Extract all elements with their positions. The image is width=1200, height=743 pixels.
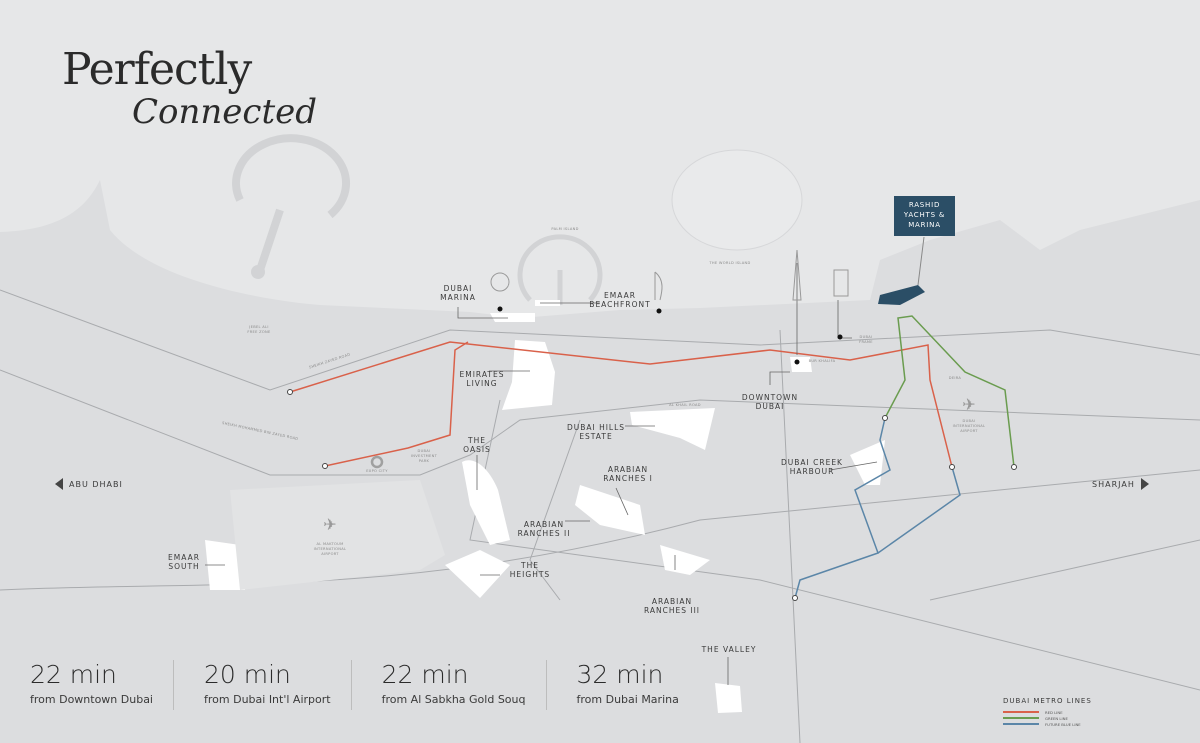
legend-item: GREEN LINE [1003, 715, 1092, 721]
svg-text:EXPO CITY: EXPO CITY [366, 469, 388, 473]
developments [205, 300, 885, 713]
plane-icon: ✈ [962, 395, 975, 414]
world-islands [671, 149, 803, 251]
direction-label: SHARJAH [1092, 479, 1135, 489]
location-dots [497, 306, 843, 365]
red-line-branch [324, 341, 469, 467]
plane-icon: ✈ [323, 515, 336, 534]
arrow-left-icon [55, 478, 63, 490]
direction-label: ABU DHABI [69, 479, 123, 489]
rashid-marina-area [878, 285, 925, 305]
blue-line [794, 417, 891, 599]
oasis-area [462, 460, 510, 545]
page-title: Perfectly [62, 44, 252, 95]
palm-jumeirah [517, 234, 603, 305]
dubai-frame-icon [833, 269, 849, 297]
ain-dubai-icon [490, 272, 510, 292]
expo-icon [370, 455, 384, 469]
direction-abu-dhabi: ABU DHABI [55, 478, 123, 490]
green-line [884, 315, 1015, 468]
svg-text:AL KHAIL ROAD: AL KHAIL ROAD [669, 403, 701, 407]
legend-title: DUBAI METRO LINES [1003, 697, 1092, 705]
terminal-stations [287, 389, 1017, 601]
rashid-marina-label: RASHID YACHTS & MARINA [894, 196, 955, 236]
ranches3-area [660, 545, 710, 575]
svg-text:BUR KHALIFA: BUR KHALIFA [809, 359, 836, 363]
svg-text:THE WORLD ISLAND: THE WORLD ISLAND [708, 261, 750, 265]
burj-al-arab-icon [654, 271, 663, 301]
land-mass [0, 180, 1200, 743]
creek-area [850, 440, 885, 485]
palm-jebel-ali [232, 134, 351, 272]
label-valley: THE VALLEY [701, 645, 757, 654]
arrow-right-icon [1140, 478, 1149, 490]
leader-lines [205, 263, 878, 685]
emirates-living-area [502, 340, 555, 410]
burj-khalifa-icon [792, 249, 802, 301]
svg-text:PALM ISLAND: PALM ISLAND [551, 227, 578, 231]
airport-dwc [230, 480, 445, 590]
svg-text:DEIRA: DEIRA [949, 376, 962, 380]
dubai-hills-area [630, 408, 715, 450]
legend-item: RED LINE [1003, 709, 1092, 715]
page-subtitle: Connected [132, 92, 317, 132]
marina-area [490, 313, 535, 322]
direction-sharjah: SHARJAH [1092, 478, 1149, 490]
blue-line-2 [877, 466, 961, 554]
metro-legend: DUBAI METRO LINES RED LINE GREEN LINE FU… [1003, 697, 1092, 727]
ranches1-area [575, 485, 645, 535]
heights-area [445, 550, 510, 598]
legend-item: FUTURE BLUE LINE [1003, 721, 1092, 727]
red-line [289, 341, 953, 468]
valley-area [715, 683, 742, 713]
